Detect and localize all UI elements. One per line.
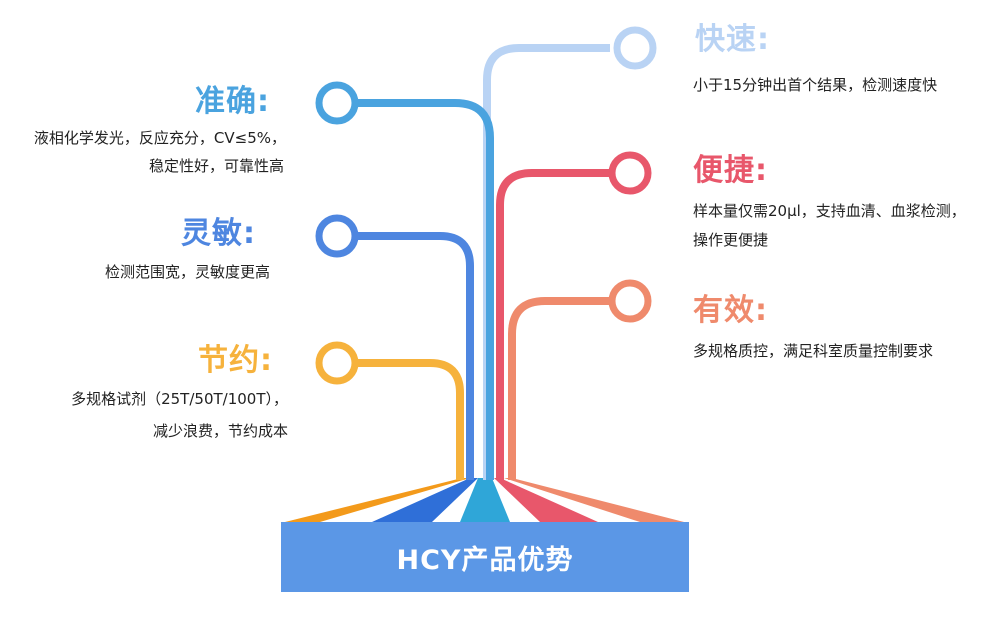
node-ring-sensitive bbox=[315, 214, 359, 258]
title-accurate: 准确: bbox=[195, 84, 270, 119]
desc-fast-line1: 小于15分钟出首个结果，检测速度快 bbox=[693, 76, 938, 94]
base-label: HCY产品优势 bbox=[396, 544, 574, 576]
desc-economic-line1: 多规格试剂（25T/50T/100T）， bbox=[71, 390, 288, 408]
title-sensitive: 灵敏: bbox=[181, 216, 256, 251]
fan-wedge-salmon bbox=[504, 478, 684, 522]
connector-economic bbox=[357, 359, 464, 480]
connector-convenient bbox=[496, 169, 610, 480]
node-ring-accurate bbox=[315, 81, 359, 125]
node-ring-economic bbox=[315, 341, 359, 385]
title-convenient: 便捷: bbox=[693, 153, 768, 188]
connector-fast bbox=[483, 44, 610, 480]
connector-sensitive bbox=[357, 232, 474, 480]
desc-effective-line1: 多规格质控，满足科室质量控制要求 bbox=[693, 342, 934, 360]
desc-convenient-line2: 操作更便捷 bbox=[693, 231, 769, 249]
desc-convenient-line1: 样本量仅需20μl，支持血清、血浆检测， bbox=[693, 202, 966, 220]
fan-wedge-orange bbox=[285, 478, 470, 522]
node-ring-convenient bbox=[608, 151, 652, 195]
fan-wedge-blue bbox=[372, 478, 478, 522]
desc-sensitive-line1: 检测范围宽，灵敏度更高 bbox=[104, 263, 270, 281]
connector-accurate bbox=[357, 99, 494, 480]
connector-effective bbox=[508, 297, 610, 480]
base-label-box: HCY产品优势 bbox=[281, 522, 689, 592]
node-ring-effective bbox=[608, 279, 652, 323]
desc-accurate-line2: 稳定性好，可靠性高 bbox=[148, 157, 284, 175]
desc-economic-line2: 减少浪费，节约成本 bbox=[152, 422, 288, 440]
fan-wedge-center bbox=[460, 478, 510, 522]
desc-accurate-line1: 液相化学发光，反应充分，CV≤5%， bbox=[33, 129, 286, 147]
node-ring-fast bbox=[613, 26, 657, 70]
title-effective: 有效: bbox=[693, 293, 768, 328]
title-economic: 节约: bbox=[198, 343, 273, 378]
title-fast: 快速: bbox=[695, 22, 770, 57]
fan-wedge-red bbox=[494, 478, 598, 522]
